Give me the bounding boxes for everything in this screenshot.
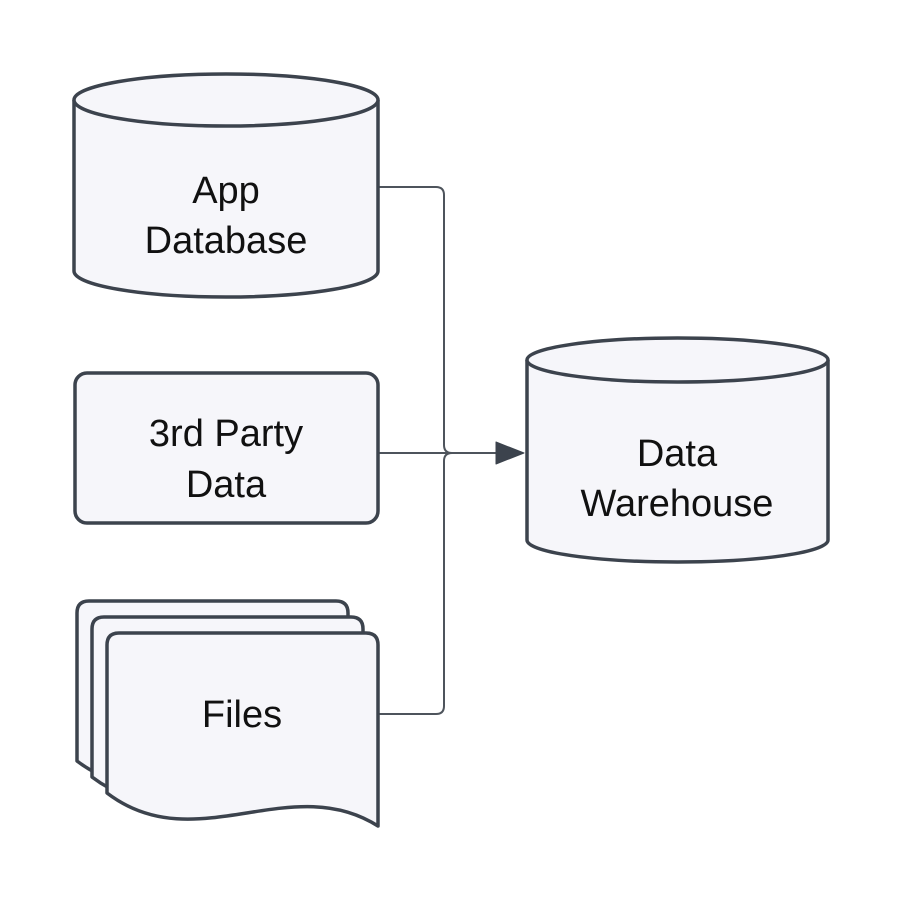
cylinder-top: [72, 72, 380, 128]
cylinder-body: [525, 360, 830, 564]
node-app-database: App Database: [72, 72, 380, 299]
edge-files-to-warehouse: [377, 452, 459, 715]
third-party-label-line1: 3rd Party: [149, 413, 303, 455]
cylinder-top: [525, 336, 830, 384]
data-warehouse-label-line1: Data: [637, 433, 718, 475]
app-database-label-line1: App: [192, 170, 260, 212]
files-label-line1: Files: [202, 694, 282, 736]
edge-third-party-to-warehouse: [377, 441, 525, 465]
node-third-party-data: 3rd Party Data: [73, 371, 380, 525]
node-files: Files: [75, 599, 380, 828]
cylinder-body: [72, 100, 380, 299]
third-party-label-line2: Data: [186, 464, 267, 506]
node-data-warehouse: Data Warehouse: [525, 336, 830, 564]
edge-app-database-to-warehouse: [377, 186, 459, 454]
rounded-rectangle: [73, 371, 380, 525]
app-database-label-line2: Database: [145, 220, 308, 262]
edge-path: [377, 452, 459, 715]
data-warehouse-label-line2: Warehouse: [581, 483, 774, 525]
arrowhead-icon: [495, 441, 525, 465]
edge-path: [377, 186, 459, 454]
document-page-front: [105, 631, 380, 828]
